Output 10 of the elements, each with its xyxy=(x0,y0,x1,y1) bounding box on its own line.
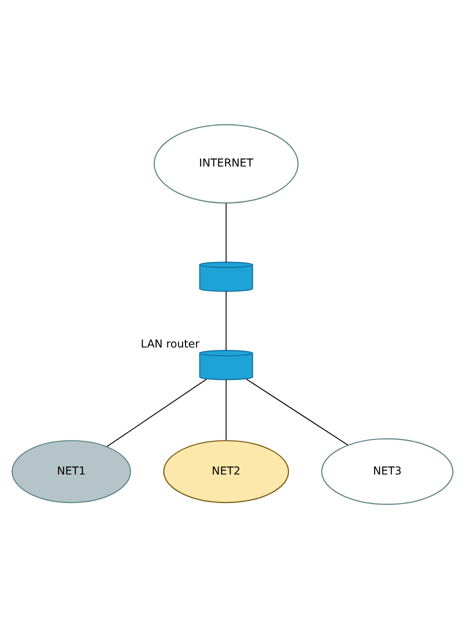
node-ellipse: NET3 xyxy=(321,438,454,505)
node-ellipse: NET1 xyxy=(12,440,132,504)
connector xyxy=(246,378,348,446)
node-label: LAN router xyxy=(140,337,200,350)
connector xyxy=(106,378,207,447)
connector xyxy=(226,379,227,441)
connector xyxy=(226,291,227,351)
node-ellipse: NET2 xyxy=(163,440,290,504)
connector xyxy=(226,202,227,263)
node-ellipse: INTERNET xyxy=(154,124,299,204)
